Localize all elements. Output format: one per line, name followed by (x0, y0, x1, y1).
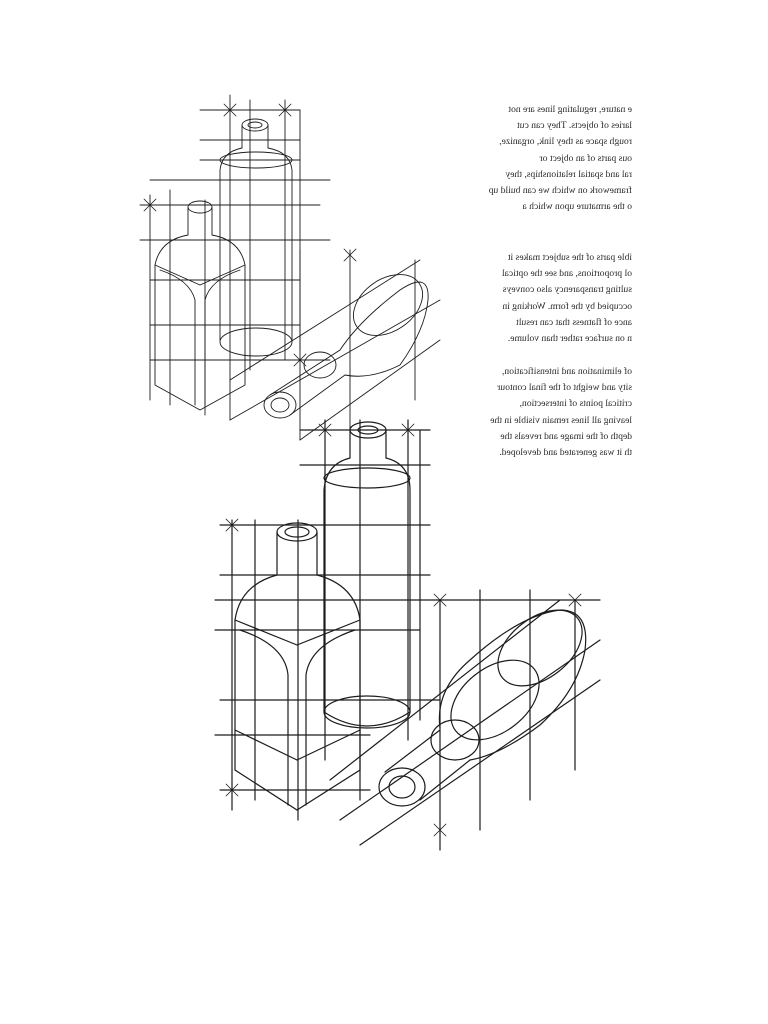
text-line: occupied by the form. Working in (502, 300, 632, 312)
text-line: depth of the image and reveals the (500, 430, 632, 442)
upper-study (139, 94, 441, 441)
text-line: framework on which we can build up (488, 185, 632, 197)
text-line: ance of flatness that can result (516, 316, 632, 328)
text-line: laries of objects. They can cut (517, 120, 632, 132)
text-line: e nature, regulating lines are not (508, 104, 632, 115)
text-paragraph-3: of elimination and intensification, sity… (482, 364, 632, 461)
text-line: n on surface rather than volume. (507, 333, 632, 345)
text-paragraph-2: ible parts of the subject makes it ol pr… (482, 250, 632, 347)
text-line: critical points of intersection, (519, 398, 632, 410)
text-line: of elimination and intensification, (501, 366, 632, 377)
text-line: sity and weight of the final contour (497, 382, 632, 394)
text-line: leaving all lines remain visible in the (490, 414, 632, 426)
text-line: ol proportions, and see the optical (501, 268, 632, 280)
lower-study (214, 419, 601, 851)
text-line: o the armature upon which a (522, 201, 633, 213)
text-paragraph-1: e nature, regulating lines are not larie… (482, 102, 632, 215)
text-line: rough space as they link, organize, (499, 136, 632, 148)
text-line: ral and spatial relationships, they (505, 168, 632, 180)
text-line: ous parts of an object or (539, 152, 632, 164)
text-line: sulting transparency also conveys (502, 284, 632, 296)
intersection-marks (143, 103, 582, 837)
text-line: ible parts of the subject makes it (507, 252, 632, 263)
text-line: th it was generated and developed. (499, 447, 632, 459)
